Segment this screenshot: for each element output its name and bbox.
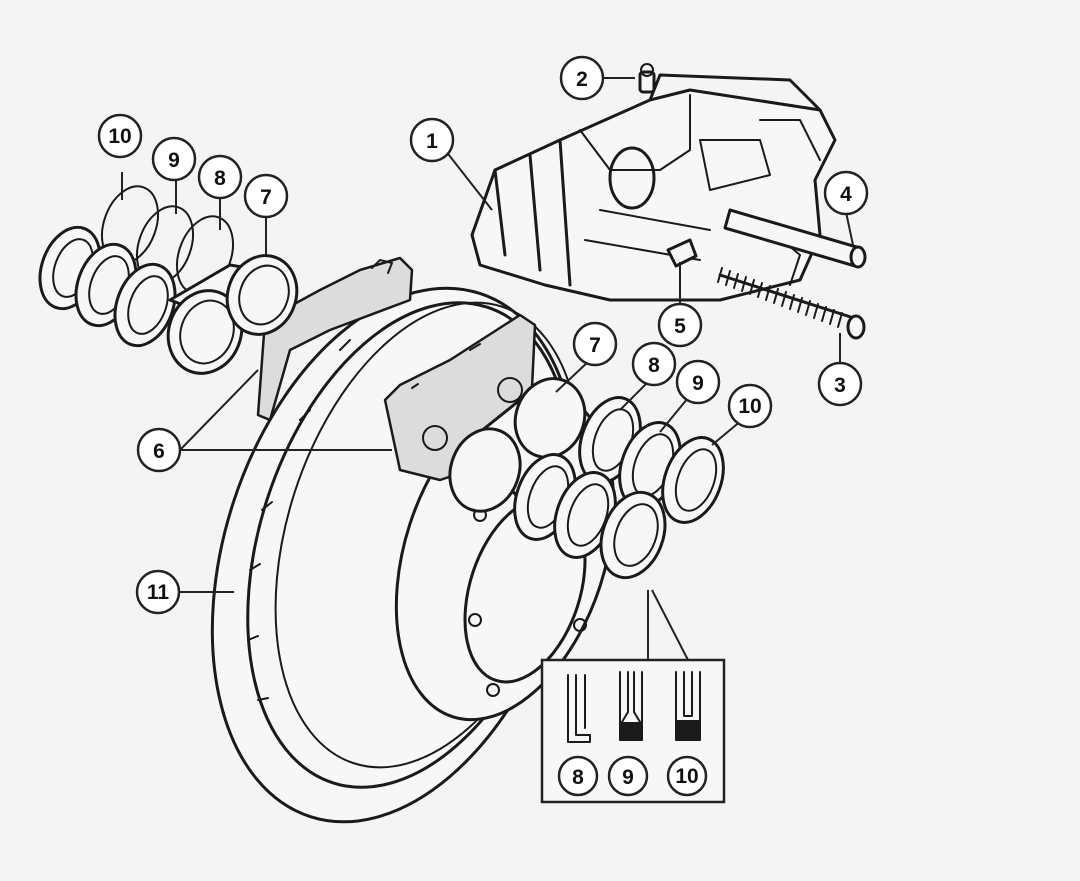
- callout-1: 1: [409, 117, 455, 163]
- callout-label: 11: [147, 581, 170, 604]
- inset-label: 8: [572, 766, 584, 789]
- callout-label: 5: [674, 315, 686, 338]
- callout-8-right: 8: [631, 341, 677, 387]
- callout-10-right: 10: [727, 383, 773, 429]
- callout-label: 1: [426, 130, 438, 153]
- inset-label: 9: [622, 766, 634, 789]
- caliper-body: [470, 73, 837, 302]
- callout-4: 4: [823, 170, 869, 216]
- bleed-screw: [638, 63, 656, 94]
- callout-label: 6: [153, 440, 165, 463]
- callout-3: 3: [817, 361, 863, 407]
- inset-label-8: 8: [557, 755, 599, 797]
- brake-pad-rear: [256, 256, 414, 422]
- callout-8-left: 8: [197, 154, 243, 200]
- callout-10-left: 10: [97, 113, 143, 159]
- callout-11: 11: [135, 569, 181, 615]
- callout-label: 2: [576, 68, 588, 91]
- callout-label: 10: [108, 125, 131, 148]
- callout-label: 4: [840, 183, 852, 206]
- callout-label: 7: [260, 186, 272, 209]
- inset-label: 10: [675, 765, 698, 788]
- inset-label-9: 9: [607, 755, 649, 797]
- callout-9-right: 9: [675, 359, 721, 405]
- callout-6: 6: [136, 427, 182, 473]
- right-piston-group: [448, 377, 725, 580]
- callout-9-left: 9: [151, 136, 197, 182]
- callout-label: 9: [692, 372, 704, 395]
- spring: [717, 267, 866, 340]
- callout-label: 10: [738, 395, 761, 418]
- callout-7-right: 7: [572, 321, 618, 367]
- callout-label: 8: [214, 167, 226, 190]
- leader-lines: [121, 77, 854, 593]
- left-piston-group: [38, 185, 299, 375]
- callout-2: 2: [559, 55, 605, 101]
- callout-label: 8: [648, 354, 660, 377]
- retaining-clip: [666, 238, 698, 268]
- callout-label: 3: [834, 374, 846, 397]
- inset-label-10: 10: [666, 755, 708, 797]
- callout-label: 7: [589, 334, 601, 357]
- callout-label: 9: [168, 149, 180, 172]
- callout-7-left: 7: [243, 173, 289, 219]
- callout-5: 5: [657, 302, 703, 348]
- guide-pin: [723, 208, 867, 269]
